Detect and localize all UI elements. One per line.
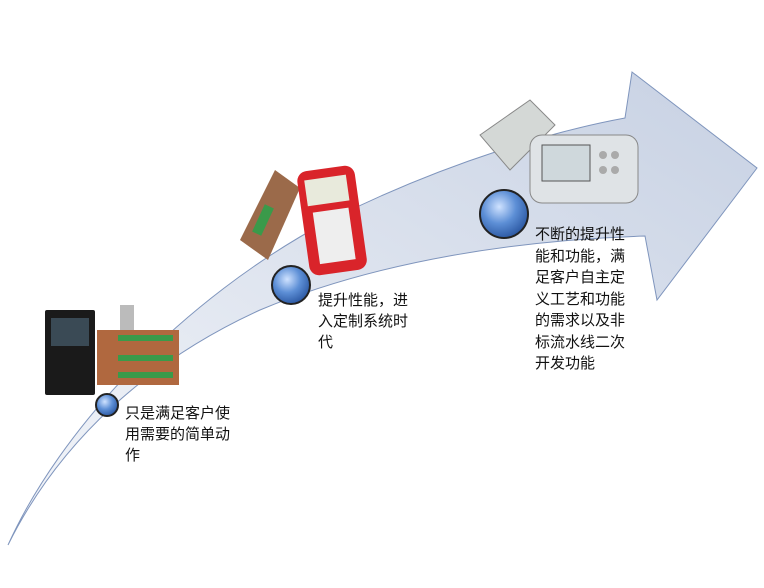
text-line: 义工艺和功能 <box>535 289 626 308</box>
text-line: 代 <box>318 333 334 351</box>
device-controller-box <box>479 99 556 171</box>
device-driver-board <box>240 170 300 260</box>
bubble-stage-1 <box>95 393 119 417</box>
stage-3-text: 不断的提升性 能和功能，满 足客户自主定 义工艺和功能 的需求以及非 标流水线二… <box>535 224 625 375</box>
text-line: 只是满足客户使 <box>125 404 231 422</box>
bubble-stage-2 <box>271 265 311 305</box>
text-line: 用需要的简单动 <box>125 425 231 443</box>
device-control-panel <box>529 134 639 204</box>
device-keypad-panel <box>45 310 95 395</box>
stage-1-text: 只是满足客户使 用需要的简单动 作 <box>125 403 230 466</box>
text-line: 标流水线二次 <box>535 332 626 351</box>
bubble-stage-3 <box>479 189 529 239</box>
device-io-board <box>97 305 179 385</box>
text-line: 作 <box>125 446 141 464</box>
text-line: 的需求以及非 <box>535 311 626 329</box>
device-handheld-controller <box>297 165 367 276</box>
text-line: 提升性能，进 <box>318 291 409 309</box>
text-line: 入定制系统时 <box>318 312 409 330</box>
text-line: 足客户自主定 <box>535 268 626 286</box>
text-line: 开发功能 <box>535 354 596 372</box>
text-line: 不断的提升性 <box>535 225 626 243</box>
text-line: 能和功能，满 <box>535 246 626 265</box>
stage-2-text: 提升性能，进 入定制系统时 代 <box>318 290 408 353</box>
